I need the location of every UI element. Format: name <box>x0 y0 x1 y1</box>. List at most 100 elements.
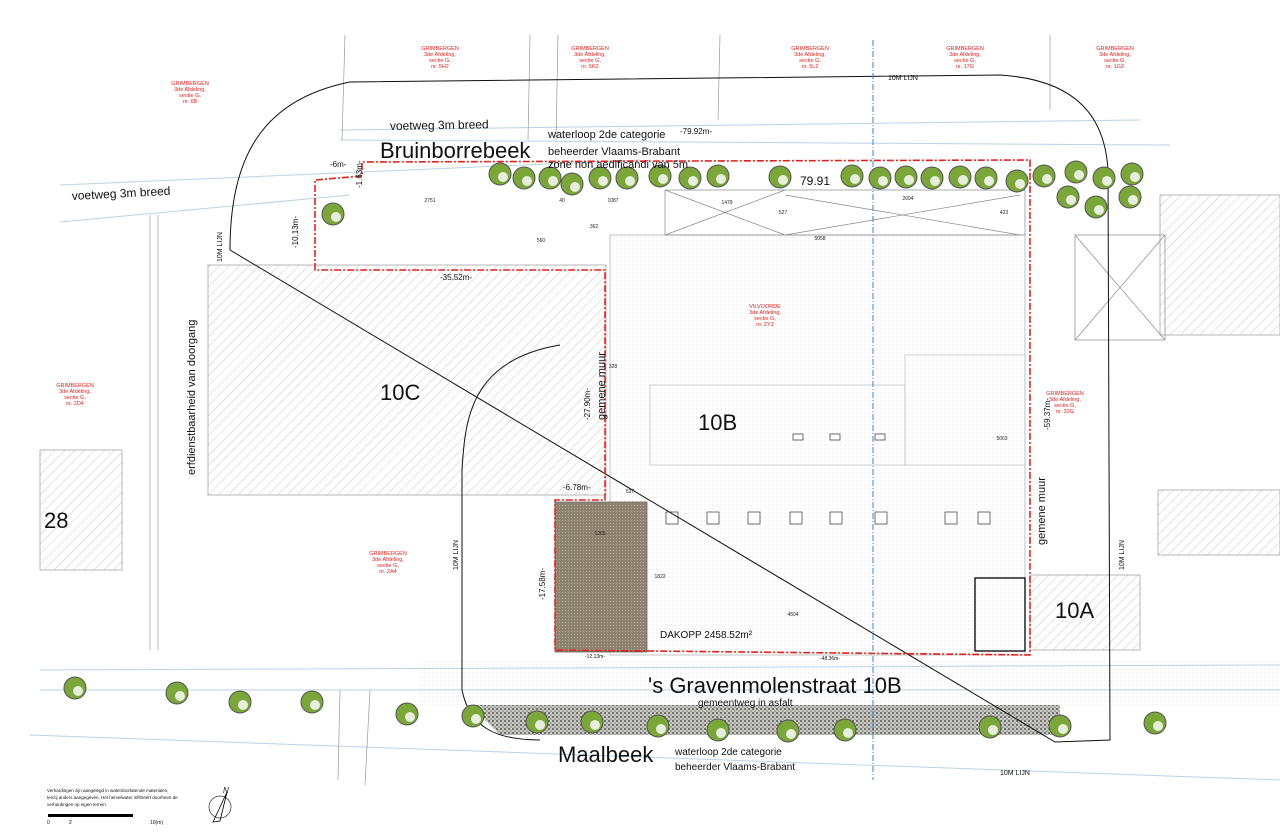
legend: Verhardingen zijn aangelegd in waterdoor… <box>47 786 232 826</box>
parcel-division: 3de Afdeling, <box>424 52 456 58</box>
shared-wall-label: gemene muur <box>1036 477 1048 545</box>
stream-south-info-2: beheerder Vlaams-Brabant <box>675 762 795 773</box>
stream-north-info-3: zone non aedificandi van 5m <box>548 159 688 171</box>
tree-highlight <box>238 700 248 710</box>
10m-line-label: 10M LIJN <box>1119 540 1126 570</box>
roof-section <box>904 354 1026 466</box>
dim-number: 1087 <box>607 198 618 204</box>
tree-highlight <box>1042 174 1052 184</box>
canopy <box>664 189 1166 341</box>
legend-note: tenzij anders aangegeven. Het hemelwater… <box>47 795 178 800</box>
tree-highlight <box>535 720 545 730</box>
shared-wall-label: gemene muur <box>596 352 608 420</box>
tree-highlight <box>904 175 914 185</box>
10m-line-boundary <box>461 344 561 741</box>
north-label: N <box>223 786 229 795</box>
dim-number: 40 <box>559 198 565 204</box>
parcel-number: nr. 2A4 <box>379 569 396 575</box>
dim-south: -48.36m- <box>820 656 840 662</box>
parcel-division: 3de Afdeling, <box>949 52 981 58</box>
tree-highlight <box>1130 172 1140 182</box>
parcel-section: sectie G, <box>64 395 86 401</box>
parcel-number: nr. 2D4 <box>66 401 84 407</box>
tree-highlight <box>310 700 320 710</box>
parcel-division: 3de Afdeling, <box>1099 52 1131 58</box>
tree-highlight <box>405 712 415 722</box>
tree-highlight <box>688 176 698 186</box>
dim-number: 1479 <box>721 200 732 206</box>
building-10b-label: 10B <box>698 410 737 435</box>
north-arrow-icon: N <box>208 786 232 823</box>
tree-highlight <box>930 176 940 186</box>
outbuilding <box>974 577 1026 652</box>
parcel-division: 3de Afdeling, <box>794 52 826 58</box>
legend-note: Verhardingen zijn aangelegd in waterdoor… <box>47 788 168 793</box>
parcel-municipality: GRIMBERGEN <box>171 81 209 87</box>
10m-line-label: 10M LIJN <box>888 75 918 82</box>
tree-highlight <box>878 176 888 186</box>
dim-depth-west: -10.13m- <box>291 216 300 248</box>
scale-tick: 0 <box>47 820 50 826</box>
plot-boundary <box>314 159 1031 656</box>
tree-highlight <box>1074 170 1084 180</box>
tree-highlight <box>1058 724 1068 734</box>
building-28-label: 28 <box>44 508 68 533</box>
parcel-section: sectie G, <box>954 58 976 64</box>
parcel-section: sectie G, <box>1104 58 1126 64</box>
dim-number: 362 <box>590 224 599 230</box>
trees <box>63 160 1167 743</box>
tree-highlight <box>1094 205 1104 215</box>
stream-south-label: Maalbeek <box>558 742 654 767</box>
tree-highlight <box>548 176 558 186</box>
tree-highlight <box>331 212 341 222</box>
parcel-division: 3de Afdeling, <box>574 52 606 58</box>
tree-highlight <box>656 724 666 734</box>
tree-highlight <box>1128 195 1138 205</box>
tree-highlight <box>471 714 481 724</box>
dim-number: 423 <box>1000 210 1009 216</box>
parcel-section: sectie G, <box>179 93 201 99</box>
parcel-section: sectie G, <box>754 316 776 322</box>
parcel-municipality: GRIMBERGEN <box>571 46 609 52</box>
tree-highlight <box>175 691 185 701</box>
street-sub-label: gemeentweg in asfalt <box>698 698 793 709</box>
dim-east: -59.37m- <box>1043 398 1052 430</box>
stream-south-info-1: waterloop 2de categorie <box>674 747 782 758</box>
dim-width: -35.52m- <box>440 273 472 282</box>
scale-bar <box>48 814 133 817</box>
green-strip <box>470 705 1060 735</box>
10m-line-label: 10M LIJN <box>217 232 224 262</box>
dim-length-north-inner: 79.91 <box>800 174 830 188</box>
tree-highlight <box>73 686 83 696</box>
tree-highlight <box>958 175 968 185</box>
tree-highlight <box>1102 176 1112 186</box>
parcel-municipality: VILVOORDE <box>749 304 781 310</box>
dim-offset: -6m- <box>330 160 347 169</box>
tree-highlight <box>843 728 853 738</box>
tree-highlight <box>850 174 860 184</box>
parcel-municipality: GRIMBERGEN <box>421 46 459 52</box>
scale-tick: 10(m) <box>150 820 163 826</box>
parcel-number: nr. 32G <box>1056 409 1074 415</box>
neighbor-building <box>1159 194 1280 336</box>
dim-number: 537 <box>626 489 635 495</box>
tree-highlight <box>716 174 726 184</box>
parcel-municipality: GRIMBERGEN <box>791 46 829 52</box>
dim-west-south: -17.58m- <box>538 568 547 600</box>
parcel-number: nr. 2Y3 <box>756 322 773 328</box>
parcel-number: nr. 1G2 <box>1106 64 1124 70</box>
tree-highlight <box>498 172 508 182</box>
street-area <box>420 660 1280 705</box>
building-28 <box>39 449 123 571</box>
tree-highlight <box>658 174 668 184</box>
parcel-number: nr. 6B <box>183 99 198 105</box>
street-label: 's Gravenmolenstraat 10B <box>648 673 902 698</box>
10m-line-label: 10M LIJN <box>453 540 460 570</box>
